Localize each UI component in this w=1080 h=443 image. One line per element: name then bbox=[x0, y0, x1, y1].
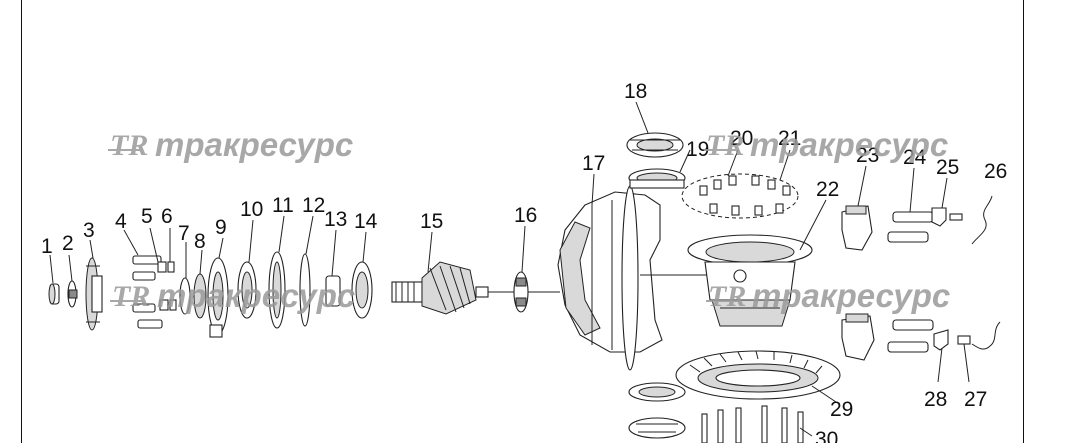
part-29-ring-gear bbox=[675, 350, 841, 400]
callout-30: 30 bbox=[815, 428, 838, 443]
part-28-lock-plate bbox=[933, 329, 949, 351]
frame-right-border bbox=[1023, 0, 1024, 443]
callout-4: 4 bbox=[115, 210, 127, 233]
callout-15: 15 bbox=[420, 210, 443, 233]
part-17-axle-housing bbox=[557, 185, 735, 371]
callout-25: 25 bbox=[936, 156, 959, 179]
callout-24: 24 bbox=[903, 146, 927, 169]
part-25-lock-plate bbox=[931, 207, 963, 227]
callout-29: 29 bbox=[830, 398, 853, 421]
callout-17: 17 bbox=[582, 152, 605, 175]
part-9-cover bbox=[207, 257, 229, 338]
callout-2: 2 bbox=[62, 232, 74, 255]
part-12-shim bbox=[299, 253, 311, 327]
frame-left-border bbox=[21, 0, 22, 443]
part-30-bolts bbox=[701, 405, 804, 443]
part-7-8-seals bbox=[179, 273, 207, 319]
parts-20-21-differential-gears bbox=[681, 173, 799, 219]
watermark-text: тракресурс bbox=[752, 277, 950, 314]
part-10-bearing bbox=[237, 261, 257, 319]
lower-bearing-cap bbox=[841, 313, 934, 361]
part-13-spacer bbox=[325, 275, 341, 307]
callout-5: 5 bbox=[141, 205, 153, 228]
callout-13: 13 bbox=[324, 208, 347, 231]
callout-6: 6 bbox=[161, 205, 173, 228]
callout-1: 1 bbox=[41, 235, 53, 258]
watermark-text: тракресурс bbox=[155, 126, 353, 163]
callout-20: 20 bbox=[730, 127, 753, 150]
part-18-bearing bbox=[626, 132, 684, 158]
callout-23: 23 bbox=[856, 144, 879, 167]
watermark-logo: TR bbox=[708, 280, 746, 313]
part-5-6-spacers bbox=[157, 261, 177, 311]
lower-wire bbox=[971, 321, 1001, 350]
part-24-bolts bbox=[887, 211, 934, 243]
part-11-ring bbox=[268, 251, 286, 329]
callout-8: 8 bbox=[194, 230, 206, 253]
part-15-drive-pinion bbox=[391, 261, 560, 315]
watermark-top-right: TR тракресурс bbox=[704, 126, 948, 163]
callout-7: 7 bbox=[178, 222, 190, 245]
callout-9: 9 bbox=[215, 216, 227, 239]
watermark-logo: TR bbox=[112, 280, 150, 313]
part-2-washer bbox=[67, 280, 78, 308]
watermark-logo: TR bbox=[706, 129, 744, 162]
part-22-differential-case bbox=[687, 234, 813, 327]
part-14-bearing bbox=[351, 261, 373, 319]
callout-12: 12 bbox=[302, 194, 325, 217]
leader-lines bbox=[49, 101, 970, 437]
callout-26: 26 bbox=[984, 160, 1007, 183]
callout-3: 3 bbox=[83, 219, 95, 242]
callout-27: 27 bbox=[964, 388, 987, 411]
part-4-bolts bbox=[132, 255, 163, 329]
part-3-flange bbox=[85, 257, 103, 331]
callout-18: 18 bbox=[624, 80, 647, 103]
watermark-text: тракресурс bbox=[157, 277, 355, 314]
watermark-middle-right: TR тракресурс bbox=[706, 277, 950, 314]
callout-22: 22 bbox=[816, 178, 839, 201]
callout-19: 19 bbox=[686, 138, 709, 161]
callout-16: 16 bbox=[514, 204, 537, 227]
callout-28: 28 bbox=[924, 388, 947, 411]
part-1-flange-nut bbox=[48, 283, 60, 305]
callout-10: 10 bbox=[240, 198, 263, 221]
callout-21: 21 bbox=[778, 127, 801, 150]
watermark-text: тракресурс bbox=[750, 126, 948, 163]
watermark-top-left: TR тракресурс bbox=[108, 126, 353, 163]
part-26-wire bbox=[971, 195, 993, 245]
watermark-logo: TR bbox=[110, 129, 148, 162]
part-19-bearing-cup bbox=[628, 168, 686, 189]
part-23-bearing-cap bbox=[841, 205, 873, 251]
callout-14: 14 bbox=[354, 210, 378, 233]
watermark-middle-left: TR тракресурс bbox=[110, 277, 355, 314]
part-27-bolt bbox=[957, 335, 971, 345]
bottom-bearing bbox=[628, 382, 686, 439]
callout-numbers: 1 2 3 4 5 6 7 8 9 10 11 12 13 14 15 16 1… bbox=[41, 80, 1007, 443]
part-16-bearing bbox=[513, 271, 529, 313]
callout-11: 11 bbox=[272, 194, 294, 217]
